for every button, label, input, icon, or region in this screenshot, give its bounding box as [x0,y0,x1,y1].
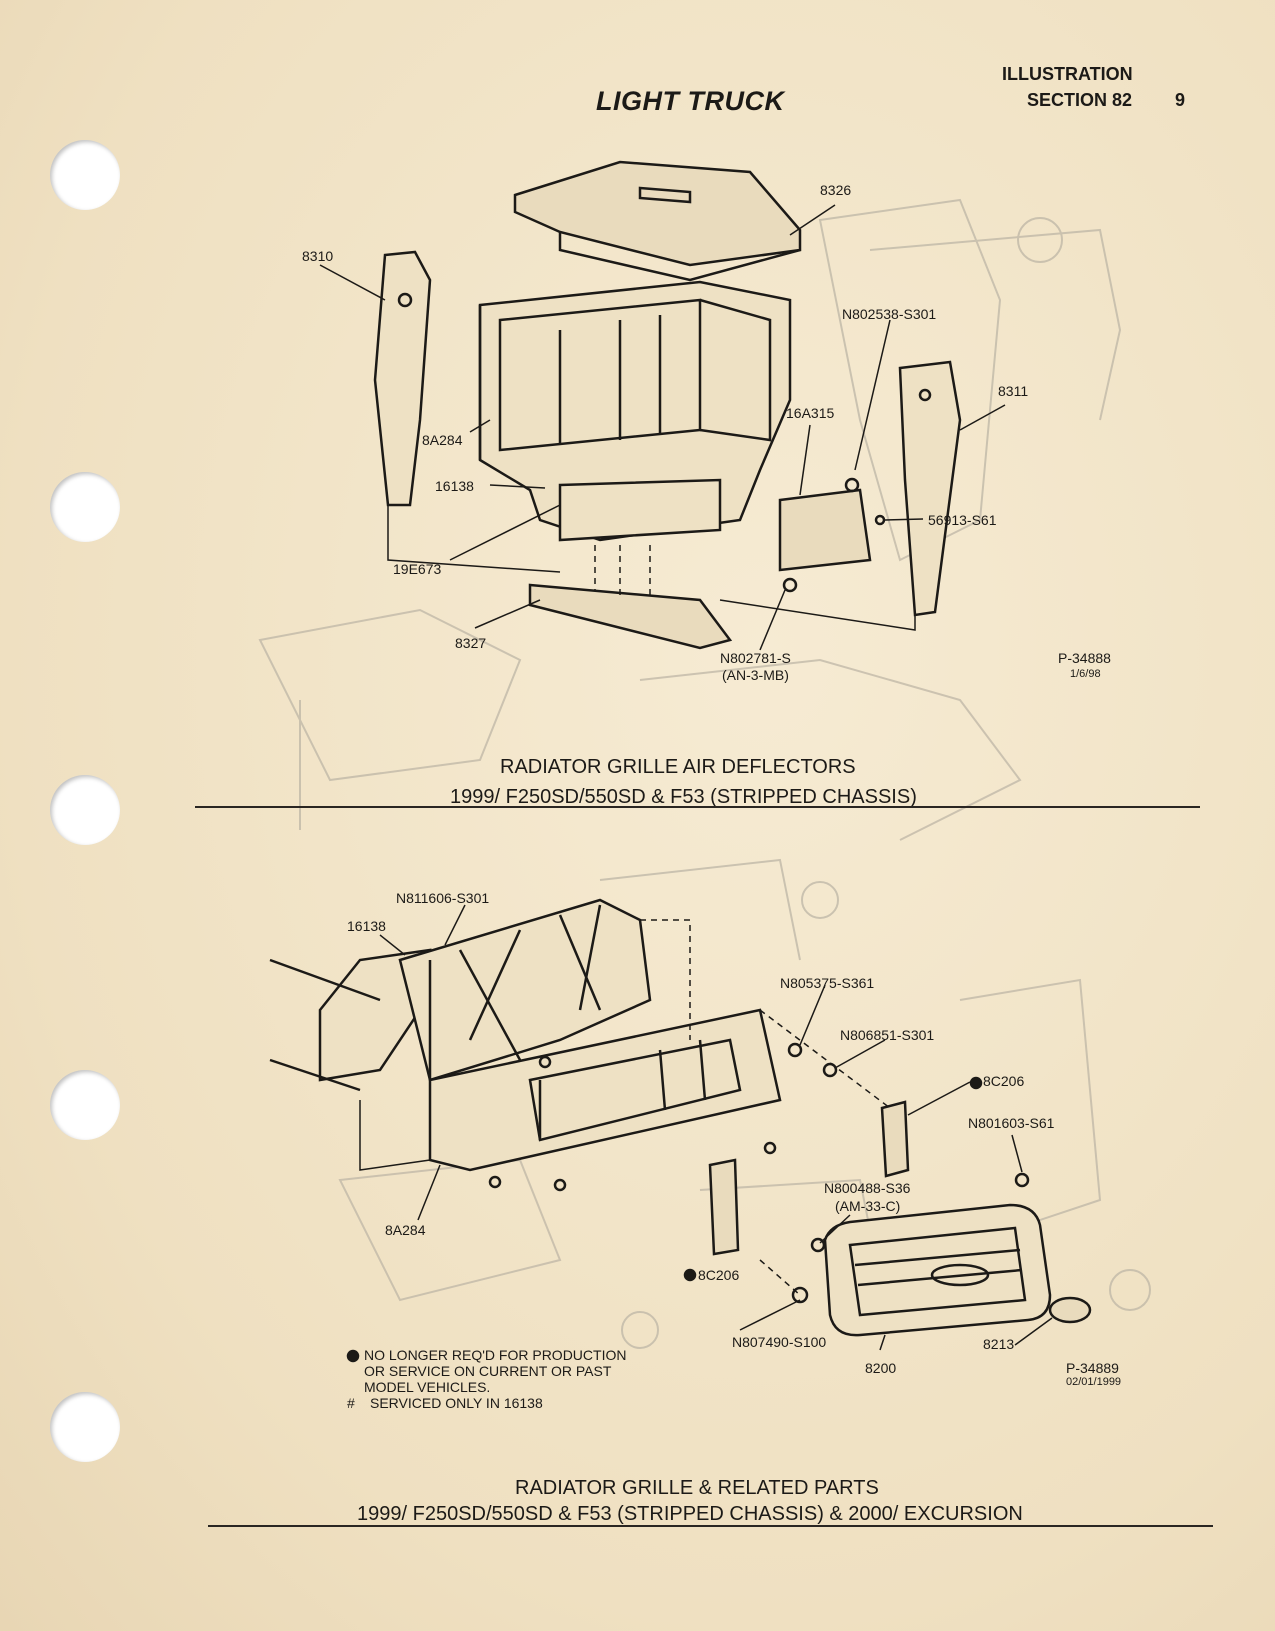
note-no-longer-required-line2: OR SERVICE ON CURRENT OR PAST [364,1363,612,1379]
part-label-8213: 8213 [983,1336,1015,1352]
part-label-n802781-note: (AN-3-MB) [722,667,789,683]
part-label-8310: 8310 [302,248,334,264]
figure1-caption-title: RADIATOR GRILLE AIR DEFLECTORS [500,756,856,778]
binder-hole [50,140,120,210]
page-title: LIGHT TRUCK [596,86,785,116]
figure2-caption-subtitle: 1999/ F250SD/550SD & F53 (STRIPPED CHASS… [357,1503,1023,1525]
part-label-8c206-lower: 8C206 [698,1267,740,1283]
part-label-8311: 8311 [998,383,1029,399]
figure2-ref-date: 02/01/1999 [1066,1376,1122,1388]
part-label-16a315: 16A315 [786,405,835,421]
binder-hole [50,775,120,845]
part-label-n801603-s61: N801603-S61 [968,1115,1055,1131]
part-label-n800488-s36: N800488-S36 [824,1180,911,1196]
figure1-divider [195,806,1200,808]
part-label-n806851-s301: N806851-S301 [840,1027,935,1043]
part-label-n811606-s301: N811606-S301 [396,890,490,906]
part-label-8c206-upper: 8C206 [983,1073,1025,1089]
figure2-ref-id: P-34889 [1066,1360,1119,1376]
part-label-8200: 8200 [865,1360,897,1376]
part-label-n802781-s: N802781-S [720,650,791,666]
binder-hole [50,1392,120,1462]
figure1-ref-date: 1/6/98 [1070,668,1101,680]
part-label-8a284: 8A284 [385,1222,426,1238]
part-label-8a284: 8A284 [422,432,463,448]
part-label-n800488-note: (AM-33-C) [835,1198,901,1214]
figure2-art [269,898,1092,1363]
note-serviced-only: SERVICED ONLY IN 16138 [370,1395,543,1411]
figure1-art [319,160,1006,651]
page-number: 9 [1175,90,1186,110]
part-label-56913-s61: 56913-S61 [928,512,997,528]
note-no-longer-required-line3: MODEL VEHICLES. [364,1379,491,1395]
part-label-8326: 8326 [820,182,852,198]
part-label-16138: 16138 [435,478,474,494]
part-label-8327: 8327 [455,635,487,651]
section-number: SECTION 82 [1027,90,1133,110]
figure1-ref-id: P-34888 [1058,650,1111,666]
note-no-longer-required-line1: NO LONGER REQ'D FOR PRODUCTION [364,1347,627,1363]
part-label-16138: 16138 [347,918,386,934]
illustration-heading: ILLUSTRATION [1002,64,1133,84]
part-label-n807490-s100: N807490-S100 [732,1334,827,1350]
part-label-19e673: 19E673 [393,561,442,577]
figure2-caption-title: RADIATOR GRILLE & RELATED PARTS [515,1477,879,1499]
binder-hole [50,472,120,542]
binder-hole [50,1070,120,1140]
figure2-divider [208,1525,1213,1527]
note-serviced-symbol: # [347,1395,355,1411]
part-label-n802538-s301: N802538-S301 [842,306,937,322]
figure1-caption-subtitle: 1999/ F250SD/550SD & F53 (STRIPPED CHASS… [450,786,917,808]
part-label-n805375-s361: N805375-S361 [780,975,875,991]
